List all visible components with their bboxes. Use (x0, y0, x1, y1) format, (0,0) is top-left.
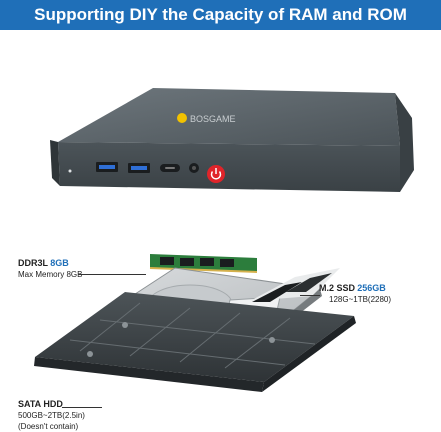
usb-port-icon (96, 162, 118, 172)
audio-jack-icon (189, 163, 199, 173)
usb-c-port-icon (160, 164, 180, 172)
usb-port-icon (128, 163, 150, 173)
hdd-title: SATA HDD (18, 399, 63, 409)
headline: Supporting DIY the Capacity of RAM and R… (0, 0, 441, 30)
ssd-size: 256GB (357, 283, 386, 293)
status-led (68, 169, 72, 173)
power-icon (207, 165, 225, 183)
ram-module (149, 254, 258, 273)
ram-title: DDR3L (18, 258, 49, 268)
m2-ssd (250, 268, 340, 302)
hdd-note-not-included: (Doesn't contain) (18, 422, 79, 431)
ram-label: DDR3L 8GB Max Memory 8GB (18, 258, 82, 280)
ram-size: 8GB (50, 258, 69, 268)
hdd-note-capacity: 500GB~2TB(2.5in) (18, 411, 85, 420)
svg-text:BOSGAME: BOSGAME (190, 114, 236, 124)
ssd-label: M.2 SSD 256GB 128G~1TB(2280) (319, 283, 391, 305)
ram-leader (78, 274, 146, 275)
brand-logo: BOSGAME (177, 113, 236, 124)
hdd-leader (62, 407, 102, 408)
ram-note: Max Memory 8GB (18, 270, 83, 279)
mini-pc-case: BOSGAME (50, 88, 414, 192)
ssd-title: M.2 SSD (319, 283, 356, 293)
base-plate (34, 292, 356, 392)
ssd-note: 128G~1TB(2280) (329, 295, 392, 304)
hdd-label: SATA HDD 500GB~2TB(2.5in) (Doesn't conta… (18, 399, 85, 432)
ssd-leader (300, 295, 320, 296)
